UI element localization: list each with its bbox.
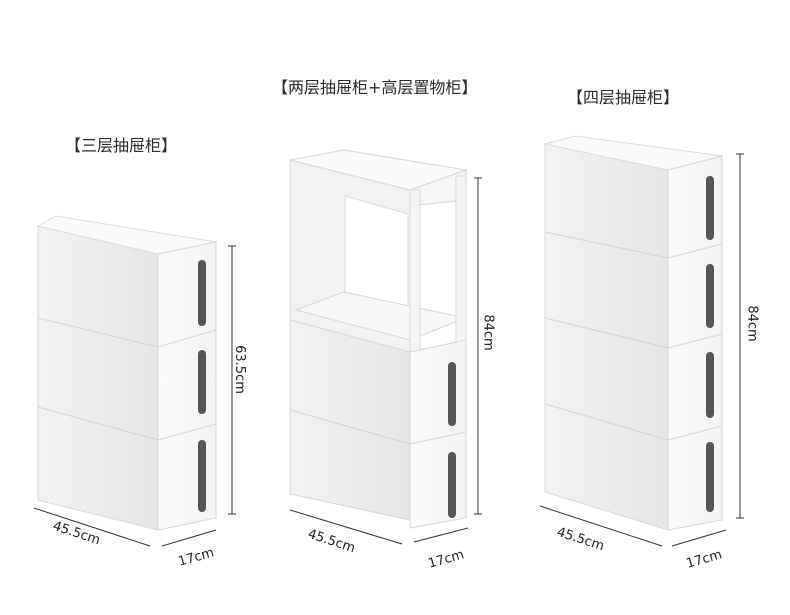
product-title-two-drawer-shelf: 【两层抽屉柜+高层置物柜】 <box>272 78 478 97</box>
three-drawer-cabinet <box>36 215 217 531</box>
height-label-two-drawer-shelf: 84cm <box>480 314 496 351</box>
dimension-lines <box>33 153 744 547</box>
two-drawer-shelf-cabinet <box>289 149 468 529</box>
height-label-four-drawer: 84cm <box>744 305 760 342</box>
four-drawer-cabinet <box>544 135 723 531</box>
product-title-four-drawer: 【四层抽屉柜】 <box>567 88 680 107</box>
product-title-three-drawer: 【三层抽屉柜】 <box>65 136 178 155</box>
height-label-three-drawer: 63.5cm <box>231 345 247 394</box>
